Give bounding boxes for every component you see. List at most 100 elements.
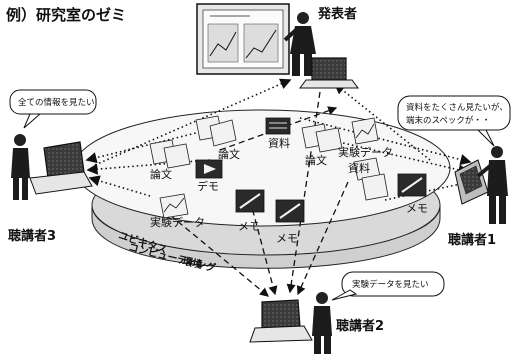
listener2-laptop-base	[249, 325, 313, 343]
listener2-bubble-text: 実験データを見たい	[352, 279, 429, 290]
listener2-head	[316, 292, 328, 304]
item-ronbun-left-label: 論文	[218, 147, 240, 161]
presentation-board	[196, 3, 290, 75]
dotted-connections	[85, 78, 472, 201]
item-jikken-data-right: 実験データ	[338, 117, 393, 159]
ronbun-left-sheet-b	[209, 119, 237, 147]
listener1-leg-left	[489, 196, 496, 224]
presenter-figure	[283, 12, 316, 76]
item-memo-center-label: メモ	[238, 220, 260, 233]
listener1-bubble: 資料をたくさん見たいが、 端末のスペックが・・	[397, 95, 511, 147]
dashed-line-memo-l2	[249, 199, 278, 296]
presenter-laptop-base	[299, 79, 359, 89]
listener1-arm	[476, 164, 492, 178]
listener3-leg-left	[13, 178, 19, 200]
item-ronbun-center-label: 論文	[305, 153, 327, 167]
presenter-laptop-screen	[311, 57, 347, 81]
listener2-bubble-box	[341, 271, 445, 297]
item-demo-label: デモ	[197, 179, 219, 193]
jikken-data-left-graph	[163, 197, 185, 213]
listener3-bubble-tail	[23, 113, 42, 129]
item-ronbun-far-left-label: 論文	[150, 167, 172, 181]
presenter-body	[290, 26, 316, 54]
presenter-label: 発表者	[317, 6, 357, 22]
item-shiryo-center: 資料	[265, 117, 291, 150]
listener2-laptop-screen	[261, 299, 301, 329]
memo-center-pen	[239, 193, 261, 209]
item-memo-lower-label: メモ	[276, 232, 298, 245]
listener3-laptop	[29, 141, 93, 195]
item-shiryo-right: 資料	[348, 157, 389, 201]
ronbun-far-left-sheet-b	[163, 143, 191, 169]
item-demo: デモ	[195, 159, 223, 193]
listener1-body	[487, 160, 508, 196]
listener1-bubble-box	[397, 95, 511, 131]
item-memo-center: メモ	[235, 189, 265, 233]
shiryo-center-icon	[265, 117, 291, 135]
listener1-bubble-tail	[476, 129, 495, 147]
listener3-bubble-box	[9, 89, 97, 115]
board-chart-line-left	[209, 31, 237, 57]
board-chart-left	[207, 23, 239, 63]
listener3-leg-right	[22, 178, 28, 200]
dotted-line-to-l3c	[88, 175, 151, 197]
presenter-leg-right	[304, 54, 312, 76]
demo-play-icon	[204, 164, 216, 174]
memo-lower-pen	[279, 203, 301, 219]
memo-right-pen	[401, 177, 423, 193]
listener3-figure	[11, 134, 30, 200]
item-shiryo-center-label: 資料	[268, 136, 290, 150]
listener1-bubble-text-line2: 端末のスペックが・・	[406, 115, 490, 126]
ubiquitous-environment-ring: ユビキタス コンピューティング 環境	[73, 109, 451, 275]
jikken-data-right-graph	[355, 123, 375, 139]
presenter-head	[297, 12, 309, 24]
presenter-leg-left	[292, 54, 300, 76]
item-jikken-data-left: 実験データ	[150, 193, 205, 229]
listener3-laptop-base	[29, 171, 93, 195]
item-memo-lower: メモ	[275, 199, 305, 245]
dotted-line-to-l1b	[329, 139, 470, 176]
listener3-bubble: 全ての情報を見たい	[9, 89, 97, 129]
diagram-title: 例）研究室のゼミ	[6, 6, 127, 24]
listener2-leg-right	[324, 336, 331, 354]
listener2-laptop	[249, 299, 313, 343]
item-jikken-data-left-label: 実験データ	[150, 215, 205, 229]
ronbun-center-sheet-b	[315, 127, 343, 153]
item-shiryo-right-label: 資料	[348, 161, 370, 175]
dashed-line-data-l2	[169, 214, 270, 297]
listener2-bubble: 実験データを見たい	[331, 271, 445, 301]
listener1-device-screen	[459, 165, 483, 195]
dotted-line-to-l1c	[384, 178, 472, 201]
item-ronbun-far-left: 論文	[149, 139, 191, 181]
board-chart-line-right	[245, 29, 277, 59]
listener1-device	[454, 159, 489, 205]
board-chart-right	[243, 23, 279, 63]
presenter-laptop	[299, 57, 359, 89]
presenter-arm	[283, 28, 298, 42]
listener3-label: 聴講者3	[8, 228, 56, 244]
jikken-data-left-sheet	[159, 193, 189, 219]
jikken-data-right-sheet	[351, 117, 379, 145]
listener1-leg-right	[499, 196, 506, 224]
listener1-figure	[476, 146, 508, 224]
listener1-label: 聴講者1	[448, 232, 496, 248]
listener2-label: 聴講者2	[336, 318, 384, 334]
item-ronbun-center: 論文	[301, 123, 343, 167]
listener2-leg-left	[314, 336, 321, 354]
dotted-line-to-l3	[85, 131, 201, 164]
item-ronbun-left: 論文	[195, 115, 240, 161]
listener1-bubble-text-line1: 資料をたくさん見たいが、	[406, 102, 508, 113]
listener3-bubble-text: 全ての情報を見たい	[18, 97, 95, 108]
dashed-line-data2-l2	[297, 181, 349, 296]
listener2-bubble-tail	[331, 289, 358, 301]
listener2-body	[312, 306, 332, 336]
shiryo-right-sheet-b	[361, 173, 389, 201]
ring-label-line3: 環境	[181, 254, 203, 271]
listener3-body	[11, 148, 30, 178]
item-memo-right: メモ	[397, 173, 428, 215]
listener1-head	[491, 146, 503, 158]
item-memo-right-label: メモ	[406, 202, 428, 215]
listener3-head	[14, 134, 26, 146]
item-jikken-data-right-label: 実験データ	[338, 145, 393, 159]
